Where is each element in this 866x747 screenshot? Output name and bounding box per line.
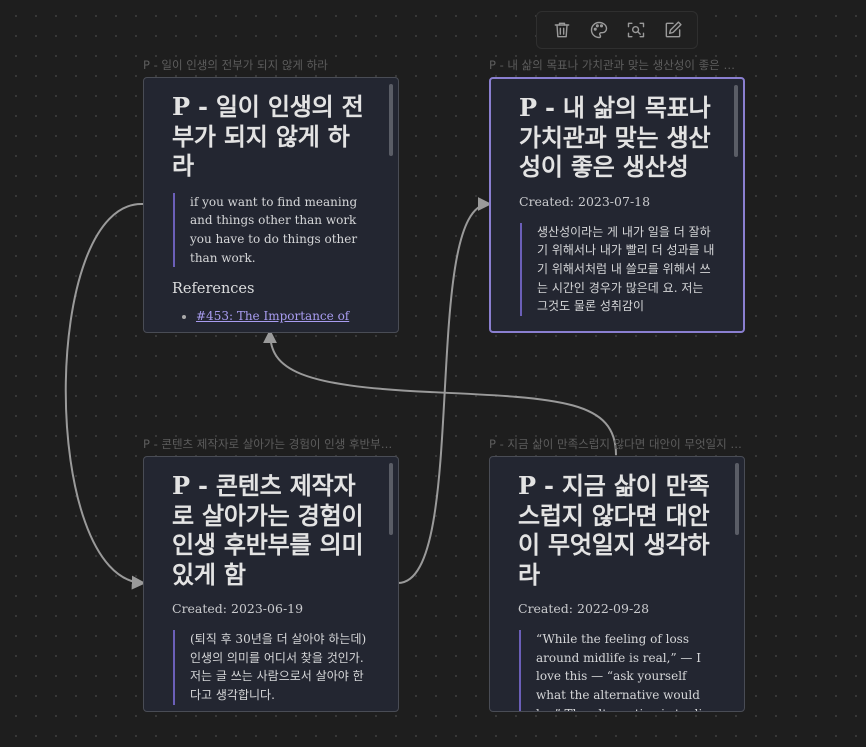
note-title: P - 내 삶의 목표나 가치관과 맞는 생산성이 좋은 생산성 <box>519 93 711 181</box>
note-title: P - 일이 인생의 전부가 되지 않게 하라 <box>172 92 364 180</box>
references-heading: References <box>172 281 255 298</box>
note-quote: if you want to find meaning and things o… <box>173 192 370 268</box>
node-label-bottom-left[interactable]: P - 콘텐츠 제작자로 살아가는 경험이 인생 후반부를 의미 있게 함 <box>143 437 399 451</box>
palette-icon <box>590 21 607 39</box>
note-title: P - 지금 삶이 만족스럽지 않다면 대안이 무엇일지 생각하라 <box>518 471 710 589</box>
zoom-to-selection-button[interactable] <box>621 15 651 45</box>
color-button[interactable] <box>584 15 614 45</box>
edge-bottom-left-to-top-right[interactable] <box>397 197 492 584</box>
note-quote: “While the feeling of loss around midlif… <box>519 630 716 711</box>
zoom-to-selection-icon <box>627 22 644 38</box>
trash-icon <box>554 22 569 38</box>
created-date: Created: 2023-06-19 <box>172 601 304 616</box>
note-card-bottom-left[interactable]: P - 콘텐츠 제작자로 살아가는 경험이 인생 후반부를 의미 있게 함 Cr… <box>143 456 399 712</box>
edit-icon <box>665 21 682 38</box>
card-scrollbar[interactable] <box>735 463 739 535</box>
card-scrollbar[interactable] <box>734 85 738 157</box>
list-item: #453: The Importance of <box>196 309 370 323</box>
note-quote: (퇴직 후 30년을 더 살아야 하는데) 인생의 의미를 어디서 찾을 것인가… <box>173 630 370 705</box>
node-toolbar <box>536 11 698 49</box>
note-title: P - 콘텐츠 제작자로 살아가는 경험이 인생 후반부를 의미 있게 함 <box>172 471 364 589</box>
note-card-top-left[interactable]: P - 일이 인생의 전부가 되지 않게 하라 if you want to f… <box>143 77 399 333</box>
reference-list: #453: The Importance of <box>172 309 370 323</box>
card-scrollbar[interactable] <box>389 463 393 535</box>
card-scrollbar[interactable] <box>389 84 393 156</box>
created-date: Created: 2022-09-28 <box>518 601 650 616</box>
edit-button[interactable] <box>658 15 688 45</box>
delete-button[interactable] <box>547 15 577 45</box>
note-card-top-right[interactable]: P - 내 삶의 목표나 가치관과 맞는 생산성이 좋은 생산성 Created… <box>489 77 745 333</box>
node-label-bottom-right[interactable]: P - 지금 삶이 만족스럽지 않다면 대안이 무엇일지 생각하라 <box>489 437 745 451</box>
note-card-bottom-right[interactable]: P - 지금 삶이 만족스럽지 않다면 대안이 무엇일지 생각하라 Create… <box>489 456 745 712</box>
edge-top-left-to-bottom-left[interactable] <box>64 202 146 590</box>
node-label-top-left[interactable]: P - 일이 인생의 전부가 되지 않게 하라 <box>143 58 328 72</box>
note-quote: 생산성이라는 게 내가 일을 더 잘하기 위해서나 내가 빨리 더 성과를 내기… <box>520 222 715 317</box>
reference-link[interactable]: #453: The Importance of <box>196 309 350 324</box>
created-date: Created: 2023-07-18 <box>519 193 651 209</box>
node-label-top-right[interactable]: P - 내 삶의 목표나 가치관과 맞는 생산성이 좋은 생산성 <box>489 58 745 72</box>
